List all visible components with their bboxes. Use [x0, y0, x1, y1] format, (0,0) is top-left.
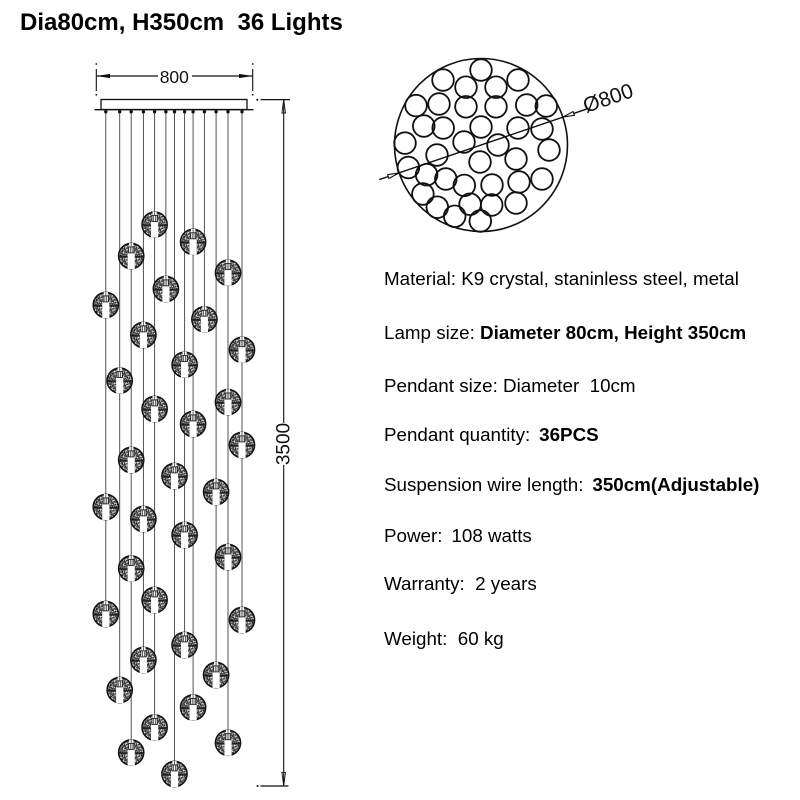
svg-text:3500: 3500: [274, 423, 295, 465]
svg-text:800: 800: [160, 67, 189, 87]
svg-text:Ø800: Ø800: [580, 79, 636, 117]
